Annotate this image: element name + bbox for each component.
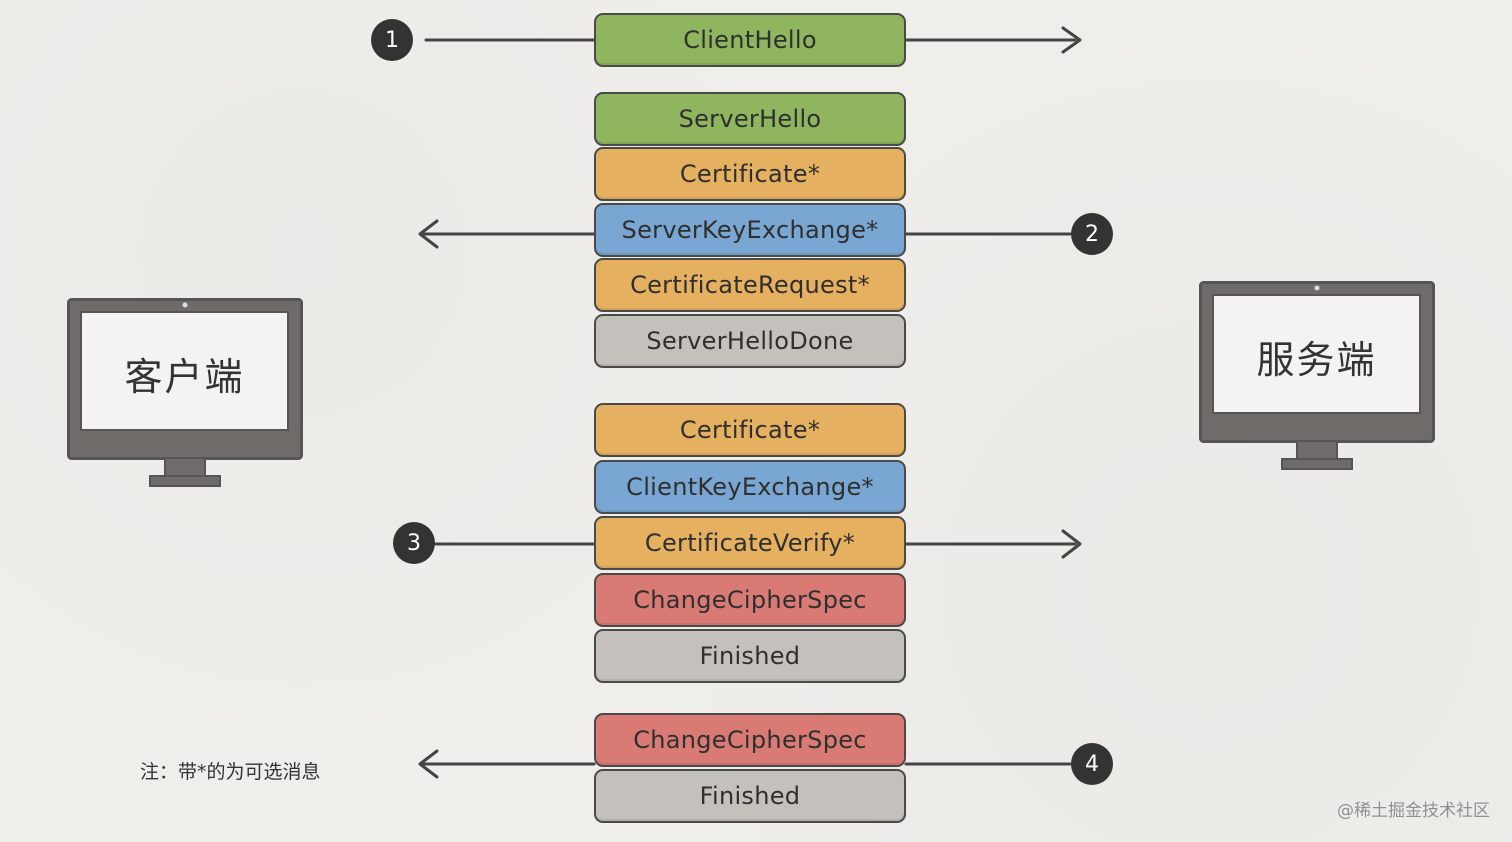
client-monitor-icon — [67, 298, 303, 487]
step-badge-4: 4 — [1071, 743, 1113, 785]
client-label: 客户端 — [124, 355, 245, 399]
optional-note: 注：带*的为可选消息 — [140, 761, 321, 783]
msg-server-key-exchange: ServerKeyExchange* — [594, 203, 906, 257]
msg-server-finished: Finished — [594, 769, 906, 823]
msg-certificate-verify: CertificateVerify* — [594, 516, 906, 570]
msg-client-hello: ClientHello — [594, 13, 906, 67]
arrow-head-4 — [418, 749, 439, 779]
msg-client-key-exchange: ClientKeyExchange* — [594, 460, 906, 514]
msg-certificate-request: CertificateRequest* — [594, 258, 906, 312]
arrow-head-3 — [1061, 529, 1082, 559]
msg-server-change-cipher-spec: ChangeCipherSpec — [594, 713, 906, 767]
msg-server-certificate: Certificate* — [594, 147, 906, 201]
msg-server-hello-done: ServerHelloDone — [594, 314, 906, 368]
server-label: 服务端 — [1256, 338, 1377, 382]
msg-client-certificate: Certificate* — [594, 403, 906, 457]
arrow-head-1 — [1061, 26, 1082, 54]
msg-server-hello: ServerHello — [594, 92, 906, 146]
server-monitor-icon — [1199, 281, 1435, 470]
step-badge-1: 1 — [371, 19, 413, 61]
msg-client-finished: Finished — [594, 629, 906, 683]
step-badge-3: 3 — [393, 522, 435, 564]
msg-client-change-cipher-spec: ChangeCipherSpec — [594, 573, 906, 627]
watermark: @稀土掘金技术社区 — [1337, 801, 1490, 821]
arrow-head-2 — [418, 219, 439, 249]
step-badge-2: 2 — [1071, 213, 1113, 255]
